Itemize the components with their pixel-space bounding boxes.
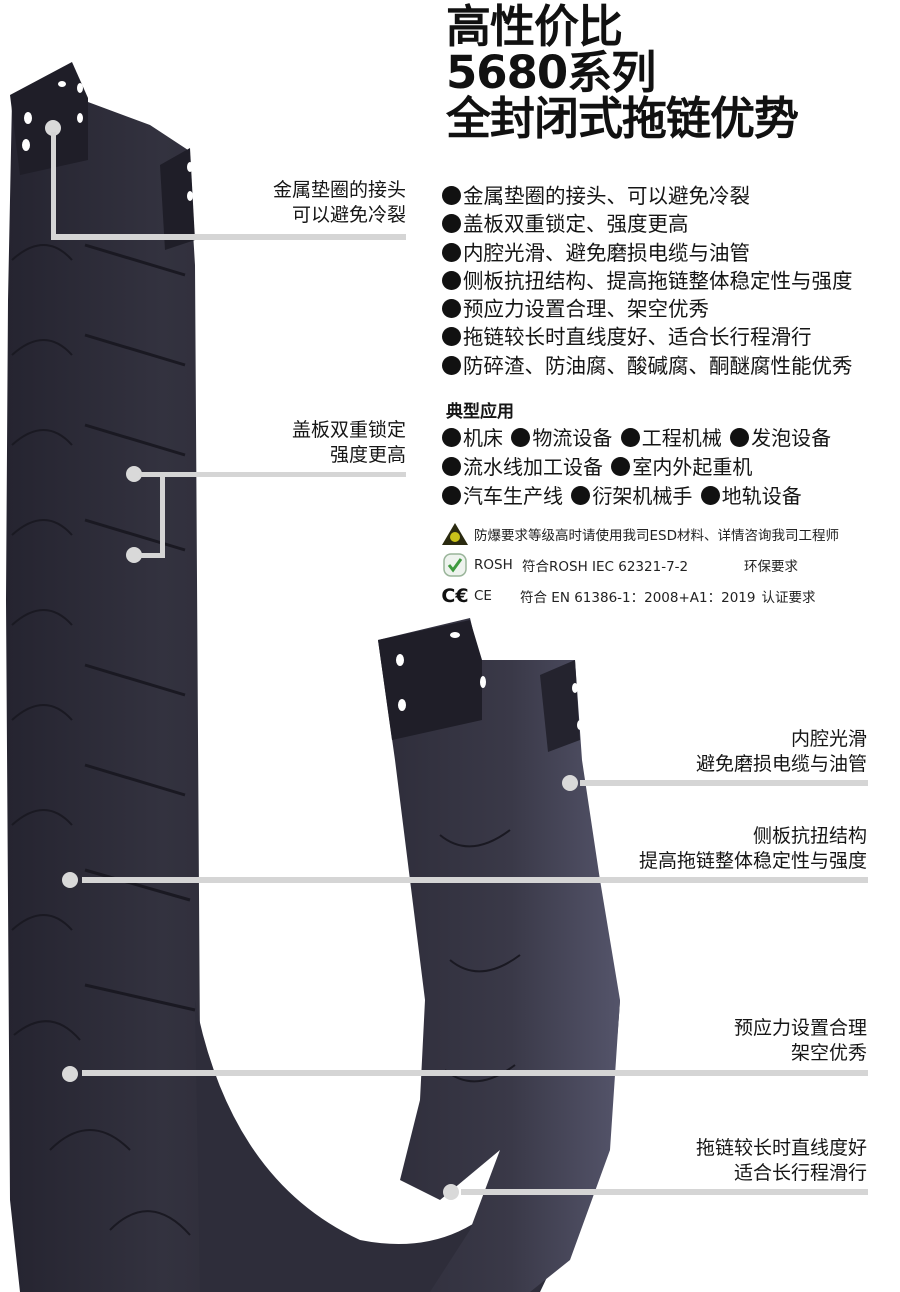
- callout-metal-washer-joint: 金属垫圈的接头 可以避免冷裂: [272, 179, 406, 226]
- leader-line: [82, 877, 868, 883]
- title-line-1: 高性价比: [446, 0, 623, 53]
- callout-marker-dot: [62, 1066, 78, 1082]
- leader-line: [160, 472, 165, 558]
- leader-line: [580, 780, 868, 786]
- feature-item: 拖链较长时直线度好、适合长行程滑行: [442, 323, 853, 351]
- bullet-icon: [442, 270, 461, 290]
- callout-smooth-inner-cavity: 内腔光滑 避免磨损电缆与油管: [695, 728, 867, 775]
- leader-line: [51, 132, 56, 240]
- applications-row: 流水线加工设备 室内外起重机: [442, 453, 833, 482]
- bullet-icon: [511, 428, 531, 447]
- callout-cover-double-lock: 盖板双重锁定 强度更高: [291, 419, 406, 466]
- applications-row: 汽车生产线 衍架机械手 地轨设备: [442, 482, 833, 511]
- applications-list: 机床 物流设备 工程机械 发泡设备 流水线加工设备 室内外起重机 汽车生产线 衍…: [442, 424, 833, 511]
- callout-marker-dot: [45, 120, 61, 136]
- bullet-icon: [442, 214, 461, 234]
- feature-item: 侧板抗扭结构、提高拖链整体稳定性与强度: [442, 267, 853, 295]
- leader-line: [140, 472, 406, 477]
- leader-line: [82, 1070, 868, 1076]
- applications-row: 机床 物流设备 工程机械 发泡设备: [442, 424, 833, 453]
- feature-item: 预应力设置合理、架空优秀: [442, 295, 853, 323]
- callout-long-travel-straightness: 拖链较长时直线度好 适合长行程滑行: [695, 1137, 867, 1184]
- rohs-check-icon: [440, 552, 470, 578]
- callout-marker-dot: [443, 1184, 459, 1200]
- callout-marker-dot: [562, 775, 578, 791]
- leader-line: [461, 1189, 868, 1195]
- cert-ce: C€ CE 符合 EN 61386-1：2008+A1：2019 认证要求: [441, 585, 816, 607]
- ce-mark-icon: C€: [441, 585, 469, 607]
- feature-item: 金属垫圈的接头、可以避免冷裂: [442, 182, 853, 210]
- applications-heading: 典型应用: [446, 402, 514, 422]
- bullet-icon: [442, 299, 461, 319]
- bullet-icon: [442, 327, 461, 347]
- bullet-icon: [442, 428, 461, 447]
- bullet-icon: [442, 242, 461, 262]
- feature-item: 盖板双重锁定、强度更高: [442, 210, 853, 238]
- cert-rohs: ROSH 符合ROSH IEC 62321-7-2 环保要求: [440, 552, 798, 578]
- callout-marker-dot: [126, 547, 142, 563]
- bullet-icon: [700, 486, 720, 505]
- feature-item: 内腔光滑、避免磨损电缆与油管: [442, 239, 853, 267]
- bullet-icon: [730, 428, 750, 447]
- bullet-icon: [611, 457, 631, 476]
- title-line-3: 全封闭式拖链优势: [446, 92, 799, 145]
- bullet-icon: [620, 428, 640, 447]
- callout-prestress-setting: 预应力设置合理 架空优秀: [733, 1017, 867, 1064]
- callout-marker-dot: [126, 466, 142, 482]
- cert-esd: 防爆要求等级高时请使用我司ESD材料、详情咨询我司工程师: [440, 521, 839, 547]
- bullet-icon: [442, 186, 461, 205]
- feature-item: 防碎渣、防油腐、酸碱腐、酮醚腐性能优秀: [442, 352, 853, 380]
- bullet-icon: [442, 486, 461, 505]
- bullet-icon: [571, 486, 591, 505]
- callout-anti-torsion-side-plate: 侧板抗扭结构 提高拖链整体稳定性与强度: [638, 825, 867, 872]
- title-line-2: 5680系列: [446, 46, 656, 99]
- leader-line: [51, 234, 406, 240]
- feature-list: 金属垫圈的接头、可以避免冷裂 盖板双重锁定、强度更高 内腔光滑、避免磨损电缆与油…: [442, 182, 853, 380]
- page-title: 高性价比 5680系列 全封闭式拖链优势: [446, 0, 799, 145]
- leader-line: [140, 553, 164, 558]
- esd-warning-icon: [440, 521, 470, 547]
- bullet-icon: [442, 457, 461, 476]
- callout-marker-dot: [62, 872, 78, 888]
- bullet-icon: [442, 355, 461, 375]
